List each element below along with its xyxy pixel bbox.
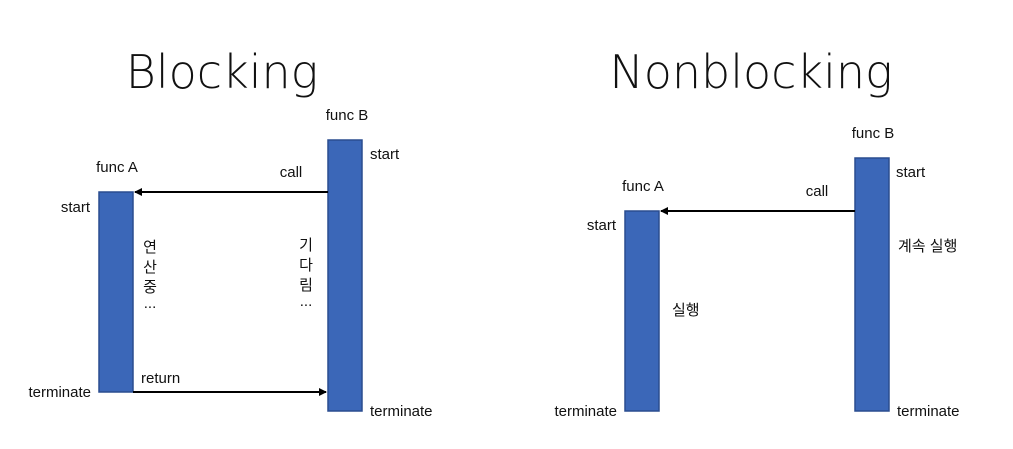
blocking-diagram: Blocking func A start terminate 연 산 중 ..… [28,45,432,420]
blocking-func-a-bar [98,191,134,393]
blocking-func-a-note-1: 연 [143,239,157,256]
blocking-func-a-note-3: 중 [143,279,157,296]
blocking-func-b-start-label: start [370,146,400,163]
nonblocking-func-b-label: func B [852,125,895,142]
blocking-title: Blocking [126,45,319,99]
blocking-func-b-note-3: 림 [299,277,313,294]
blocking-func-a-terminate-label: terminate [28,384,91,401]
blocking-call-label: call [280,164,303,181]
blocking-func-b-label: func B [326,107,369,124]
nonblocking-title: Nonblocking [609,45,892,99]
nonblocking-func-a-label: func A [622,178,664,195]
blocking-func-b-note-2: 다 [299,257,313,274]
blocking-func-a-note-2: 산 [143,259,157,276]
blocking-func-b-bar [327,139,363,412]
blocking-func-b-note-1: 기 [299,237,313,254]
blocking-func-b-note-4: ... [300,293,313,310]
nonblocking-func-a-start-label: start [587,217,617,234]
nonblocking-diagram: Nonblocking func A start terminate 실행 fu… [554,45,959,420]
blocking-func-b-terminate-label: terminate [370,403,433,420]
blocking-func-a-label: func A [96,159,138,176]
blocking-func-a-start-label: start [61,199,91,216]
blocking-return-label: return [141,370,180,387]
nonblocking-func-a-bar [624,210,660,412]
nonblocking-call-label: call [806,183,829,200]
nonblocking-func-b-note: 계속 실행 [898,238,957,255]
blocking-func-a-note-4: ... [144,295,157,312]
nonblocking-func-a-note: 실행 [672,302,700,319]
nonblocking-func-b-start-label: start [896,164,926,181]
nonblocking-func-b-terminate-label: terminate [897,403,960,420]
nonblocking-func-a-terminate-label: terminate [554,403,617,420]
nonblocking-func-b-bar [854,157,890,412]
